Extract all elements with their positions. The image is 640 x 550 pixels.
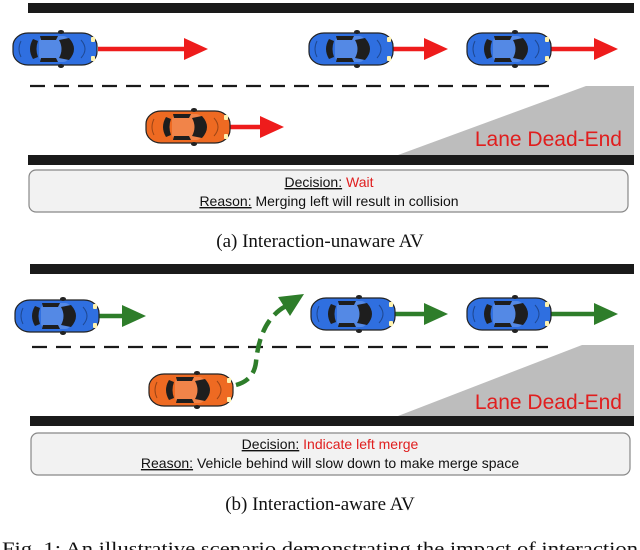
motion-arrow: [230, 116, 284, 138]
decision-box: [30, 432, 631, 476]
motion-arrow: [98, 305, 146, 327]
decision-line: Decision: Wait: [285, 174, 374, 190]
dead-end-ramp: [398, 86, 634, 155]
panel-a: Lane Dead-End Decision: Wait Reason: Mer…: [12, 3, 634, 252]
blue-car: [12, 29, 98, 69]
blue-car: [14, 296, 100, 336]
decision-box: [28, 169, 629, 213]
merge-intent-arrow: [235, 294, 304, 388]
orange-car-av: [148, 370, 234, 410]
panel-b: Lane Dead-End Decision: Indicate left me…: [14, 264, 634, 515]
lane-dead-end-label: Lane Dead-End: [475, 391, 622, 414]
figure-caption: Fig. 1: An illustrative scenario demonst…: [2, 539, 639, 550]
blue-car: [466, 294, 552, 334]
reason-line: Reason: Merging left will result in coll…: [199, 193, 458, 209]
dead-end-ramp: [398, 345, 634, 416]
panel-a-caption: (a) Interaction-unaware AV: [216, 231, 424, 252]
top-road-edge: [30, 264, 634, 274]
bottom-road-edge: [28, 155, 634, 165]
reason-line: Reason: Vehicle behind will slow down to…: [141, 455, 519, 471]
blue-car: [466, 29, 552, 69]
orange-car-av: [145, 107, 231, 147]
top-road-edge: [28, 3, 634, 13]
motion-arrow: [392, 38, 448, 60]
blue-car: [308, 29, 394, 69]
motion-arrow: [394, 303, 448, 325]
blue-car: [310, 294, 396, 334]
lane-dead-end-label: Lane Dead-End: [475, 128, 622, 151]
bottom-road-edge: [30, 416, 634, 426]
panel-b-caption: (b) Interaction-aware AV: [225, 494, 415, 515]
motion-arrow: [550, 303, 618, 325]
motion-arrow: [550, 38, 618, 60]
decision-line: Decision: Indicate left merge: [242, 436, 419, 452]
motion-arrow: [98, 38, 208, 60]
